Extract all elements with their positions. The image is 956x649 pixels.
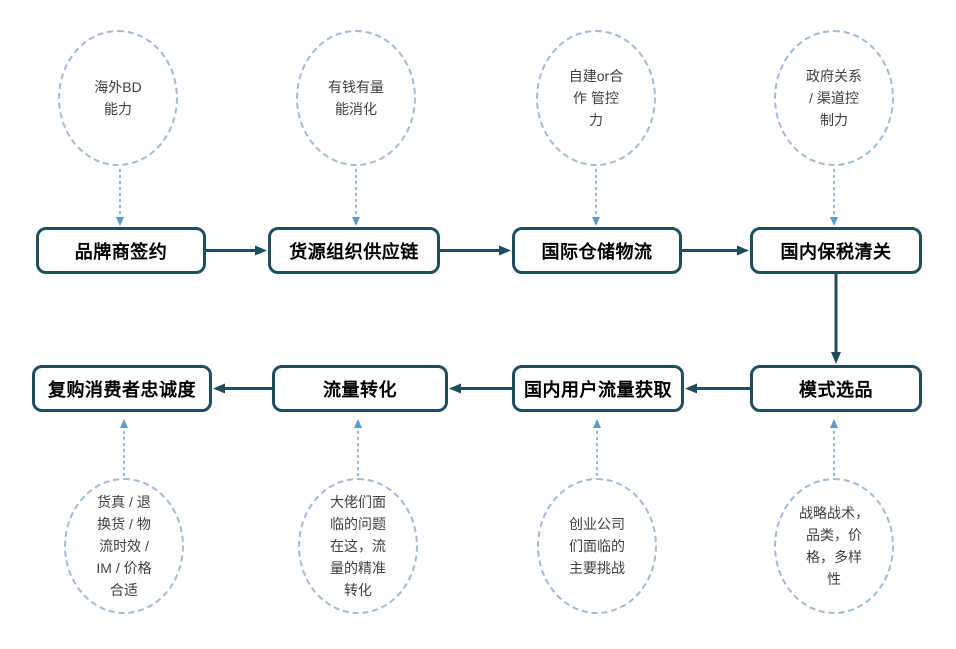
node-domestic-user-traffic-acquisition: 国内用户流量获取 [512,365,684,412]
node-mode-product-selection: 模式选品 [750,365,922,412]
circle-startup-main-challenge: 创业公司 们面临的 主要挑战 [537,478,657,614]
circle-authenticity-returns-logistics-price: 货真 / 退 换货 / 物 流时效 / IM / 价格 合适 [64,478,184,614]
circle-big-players-precise-conversion: 大佬们面 临的问题 在这，流 量的精准 转化 [298,478,418,614]
circle-government-channel-control: 政府关系 / 渠道控 制力 [774,30,894,166]
node-international-warehouse-logistics: 国际仓储物流 [512,227,682,274]
node-domestic-bonded-customs: 国内保税清关 [750,227,922,274]
circle-selfbuilt-or-coop-control: 自建or合 作 管控 力 [536,30,656,166]
node-traffic-conversion: 流量转化 [272,365,448,412]
circle-strategy-category-price-variety: 战略战术， 品类，价 格，多样 性 [774,478,894,614]
node-supply-chain-organization: 货源组织供应链 [268,227,440,274]
node-repurchase-consumer-loyalty: 复购消费者忠诚度 [32,365,212,412]
circle-overseas-bd-capability: 海外BD 能力 [58,30,178,166]
node-brand-signing: 品牌商签约 [36,227,206,274]
circle-funds-volume-digestion: 有钱有量 能消化 [296,30,416,166]
